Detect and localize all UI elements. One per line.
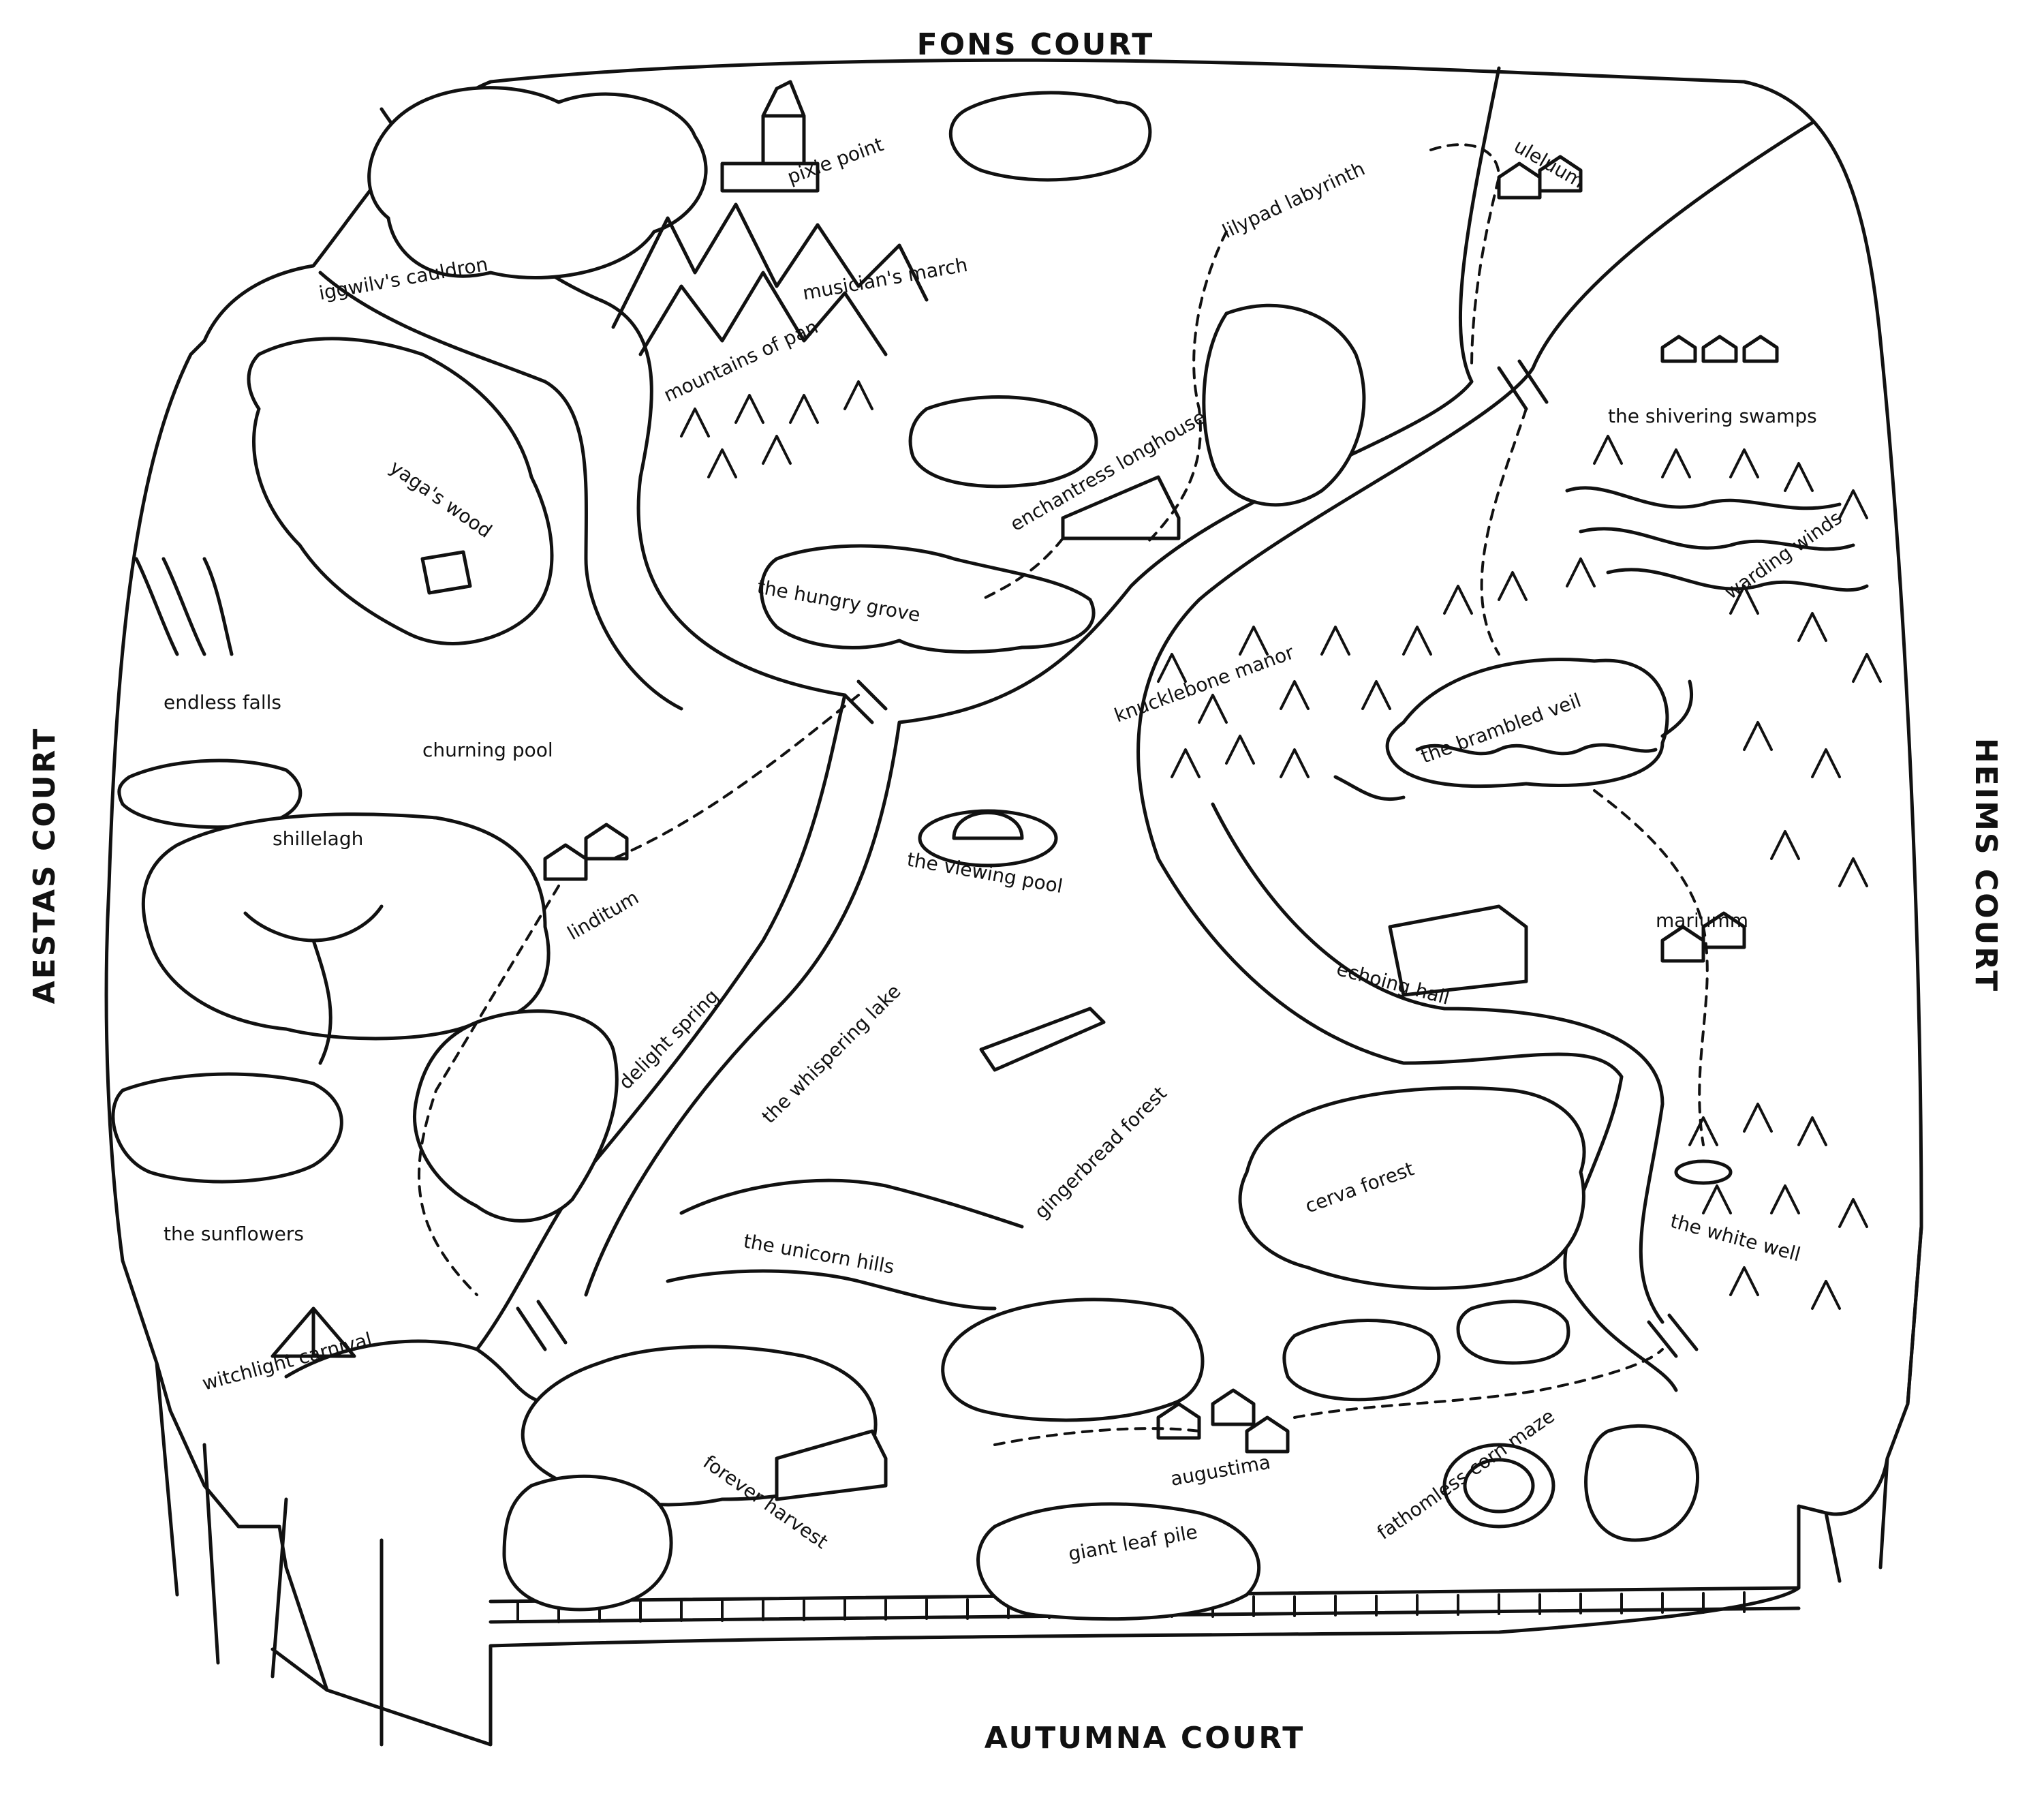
river-main-east — [584, 720, 901, 1297]
forest-cerva — [1238, 1086, 1586, 1290]
enchantress-longhouse-building — [1061, 475, 1181, 540]
echoing-hall-building — [1388, 904, 1528, 997]
bridge-southwest — [516, 1300, 568, 1351]
mountain-range — [611, 202, 929, 356]
trail-augustima — [993, 1348, 1664, 1446]
unicorn-hills — [666, 1178, 1024, 1311]
trail-grove-to-linditum — [612, 694, 860, 860]
buildings — [420, 80, 1779, 1501]
label-the-sunflowers: the sunflowers — [164, 1223, 304, 1245]
label-gingerbread-forest: gingerbread forest — [1030, 1082, 1171, 1223]
label-shillelagh: shillelagh — [273, 827, 363, 850]
trail-swamp-south — [1480, 408, 1528, 656]
forests — [111, 86, 1699, 1621]
augustima-houses — [1156, 1388, 1290, 1454]
pines-white-well — [1688, 1103, 1868, 1310]
label-linditum: linditum — [563, 886, 642, 945]
court-labels: FONS COURT AUTUMNA COURT AESTAS COURT HE… — [27, 27, 2003, 1756]
court-label-east: HEIMS COURT — [1968, 738, 2003, 993]
forest-leaf-pile — [976, 1502, 1260, 1621]
bridge-north — [1497, 359, 1549, 411]
forest-longhouse-east — [1202, 303, 1366, 507]
forest-longhouse-west — [908, 395, 1098, 489]
mountains-of-pan-drawing — [611, 202, 929, 356]
label-delight-spring: delight spring — [615, 985, 724, 1094]
label-iggwilvs-cauldron: iggwilv's cauldron — [317, 253, 489, 305]
river-pond-sw — [284, 1339, 561, 1406]
shivering-swamp-houses — [1660, 335, 1779, 363]
shillelagh-tree — [243, 904, 384, 1065]
label-mountains-of-pan: mountains of pan — [660, 316, 822, 407]
label-mariumm: mariumm — [1656, 909, 1748, 932]
court-label-west: AESTAS COURT — [27, 727, 62, 1005]
corn-maze-rings — [1442, 1443, 1555, 1529]
river-main-west — [475, 693, 847, 1351]
pines-winds — [1593, 435, 1882, 887]
bridge-center — [843, 679, 888, 724]
forest-sunflower-west — [111, 1072, 343, 1184]
waterfall — [134, 557, 234, 656]
pine-trees — [680, 380, 1882, 1310]
label-the-whispering-lake: the whispering lake — [758, 980, 905, 1128]
river-north-west-bank-2 — [318, 271, 683, 711]
warding-winds-drawing — [1565, 486, 1869, 592]
forest-hungry-grove — [760, 544, 1096, 654]
linditum-houses — [543, 823, 629, 881]
label-the-shivering-swamps: the shivering swamps — [1608, 405, 1817, 427]
trails — [418, 143, 1709, 1446]
forest-cauldron — [367, 86, 708, 279]
forever-harvest-barn — [775, 1429, 888, 1501]
yaga-hut — [420, 550, 472, 595]
bramble-swirls — [1333, 679, 1694, 801]
label-the-white-well: the white well — [1668, 1210, 1803, 1266]
mariumm-houses — [1660, 911, 1746, 963]
trail-lilypad-to-longhouse — [1143, 230, 1228, 547]
label-lilypad-labyrinth: lilypad labyrinth — [1219, 157, 1368, 243]
forest-augustima-east — [1282, 1319, 1441, 1402]
rivers — [284, 66, 1814, 1406]
court-label-north: FONS COURT — [917, 27, 1155, 62]
trail-uleluum — [1429, 143, 1501, 369]
label-augustima: augustima — [1168, 1451, 1272, 1490]
river-east-bend-2 — [1211, 802, 1664, 1324]
witchlight-tent — [270, 1306, 356, 1358]
label-endless-falls: endless falls — [164, 691, 281, 714]
pines-knucklebone — [1157, 557, 1596, 778]
trail-veil-to-mariumm — [1593, 789, 1709, 1146]
forest-south-middle — [941, 1298, 1205, 1422]
river-east-bend — [1156, 857, 1678, 1392]
forest-southeast — [1584, 1424, 1699, 1542]
pines-pan — [680, 380, 873, 478]
forest-delight — [413, 1009, 619, 1223]
forest-yaga — [247, 337, 554, 645]
forest-augustima-pond — [1456, 1300, 1570, 1365]
gingerbread-house — [979, 1007, 1106, 1072]
label-churning-pool: churning pool — [422, 739, 553, 761]
court-label-south: AUTUMNA COURT — [985, 1721, 1305, 1756]
landmarks — [134, 359, 1733, 1529]
uleluum-houses — [1497, 155, 1583, 200]
pixie-point-castle — [720, 80, 820, 193]
forest-southwest-cliff — [502, 1474, 673, 1612]
brambled-veil-shape — [1385, 658, 1669, 788]
bridge-southeast — [1647, 1313, 1699, 1358]
viewing-pool-dome — [952, 811, 1024, 840]
wind-waves — [1565, 486, 1869, 592]
river-ne-2 — [1136, 121, 1814, 861]
white-well-ring — [1674, 1159, 1733, 1185]
forest-fons-pond — [948, 91, 1152, 182]
brambled-veil-drawing — [1333, 658, 1694, 801]
trail-longhouse-to-grove — [980, 537, 1064, 601]
cliff-west — [155, 1361, 384, 1747]
cliff-east — [1824, 1225, 1923, 1583]
trail-linditum-to-sunflowers — [418, 885, 560, 1296]
